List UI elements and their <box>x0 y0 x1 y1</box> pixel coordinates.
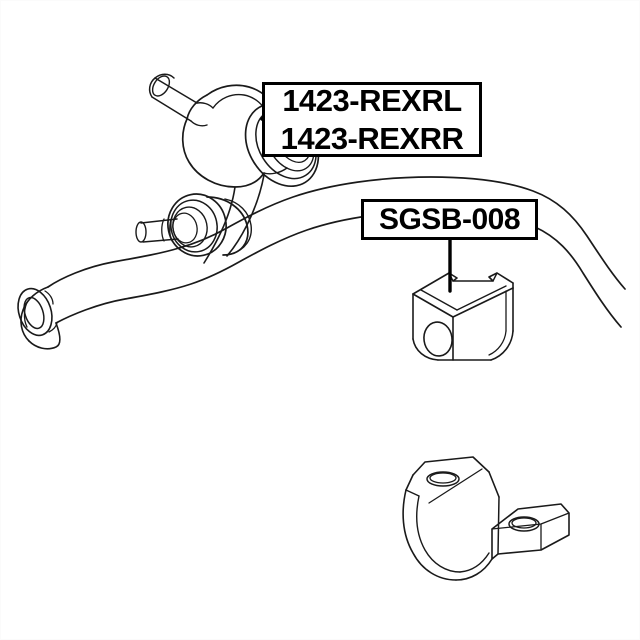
stabilizer-bar-bushing <box>412 272 514 361</box>
stabilizer-bar <box>17 176 626 350</box>
part-label-stabilizer-bushing: SGSB-008 <box>361 199 538 240</box>
bushing-mounting-bracket <box>402 456 570 581</box>
link-lower-ball-joint <box>135 193 252 257</box>
part-number-right: 1423-REXRR <box>280 120 464 156</box>
part-number-bushing: SGSB-008 <box>378 202 521 236</box>
stabilizer-bar-eye-end <box>17 286 61 350</box>
part-label-stabilizer-link: 1423-REXRL 1423-REXRR <box>262 82 482 157</box>
part-number-left: 1423-REXRL <box>282 82 462 118</box>
link-connecting-rod <box>203 174 265 264</box>
